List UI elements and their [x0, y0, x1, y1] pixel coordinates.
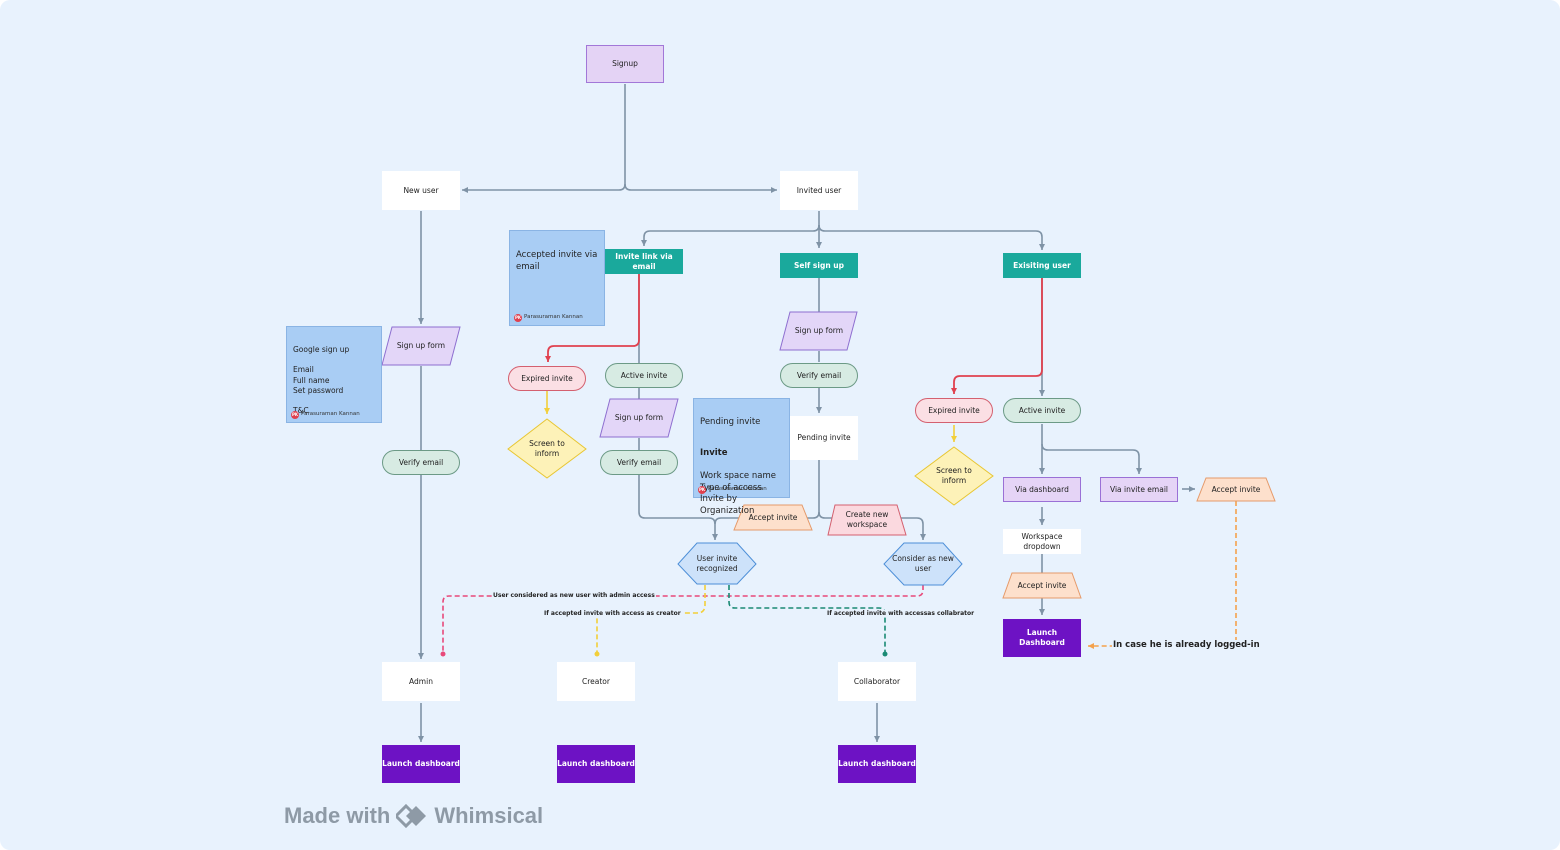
invited-user-node[interactable]: Invited user	[780, 171, 858, 210]
verify-email-invite-node[interactable]: Verify email	[600, 450, 678, 475]
avatar: PK	[291, 411, 299, 419]
note-author-name: Parasuraman Kannan	[301, 411, 360, 418]
launch-dashboard-existing-node[interactable]: Launch Dashboard	[1003, 619, 1081, 657]
shape-consider-as-new-user	[883, 542, 963, 586]
existing-user-node[interactable]: Exisiting user	[1003, 253, 1081, 278]
google-sign-up-note-text: Google sign up Email Full name Set passw…	[293, 345, 350, 415]
edge-pending-newuser	[818, 511, 926, 540]
expired-invite-left-node[interactable]: Expired invite	[508, 366, 586, 391]
via-dashboard-node[interactable]: Via dashboard	[1003, 477, 1081, 502]
edge-label-creator-access: If accepted invite with access as creato…	[543, 610, 682, 617]
admin-node[interactable]: Admin	[382, 662, 460, 701]
note-author: PK Parasuraman Kannan	[514, 314, 583, 322]
pending-invite-note-title: Pending invite	[700, 417, 761, 428]
pending-invite-note[interactable]: Pending invite Invite Work space name Ty…	[693, 398, 790, 516]
expired-invite-right-node[interactable]: Expired invite	[915, 398, 993, 423]
pending-invite-note-heading: Invite	[700, 448, 728, 459]
screen-to-inform-right-label[interactable]: Screen to inform	[936, 466, 972, 485]
made-with-text: Made with	[284, 803, 391, 828]
edge-active-inviteemail	[1041, 443, 1142, 474]
shape-create-new-workspace	[827, 504, 907, 536]
shape-accept-invite-dashboard	[1002, 572, 1082, 599]
verify-email-self-node[interactable]: Verify email	[780, 363, 858, 388]
note-author-name: Parasuraman Kannan	[708, 486, 767, 493]
new-user-node[interactable]: New user	[382, 171, 460, 210]
shape-user-invite-recognized	[677, 542, 757, 585]
edge-invited-right	[818, 224, 1045, 250]
shape-screen-to-inform-right	[914, 446, 994, 506]
pending-invite-note-lines: Work space name Type of access Invite by…	[700, 471, 776, 516]
launch-dashboard-admin-node[interactable]: Launch dashboard	[382, 745, 460, 783]
signup-node[interactable]: Signup	[586, 45, 664, 83]
active-invite-left-node[interactable]: Active invite	[605, 363, 683, 388]
verify-email-new-node[interactable]: Verify email	[382, 450, 460, 475]
invite-link-via-email-node[interactable]: Invite link via email	[605, 249, 683, 274]
shape-sign-up-form-invite	[599, 398, 679, 438]
create-new-workspace-label[interactable]: Create new workspace	[845, 510, 889, 529]
edge-signup-branch	[462, 84, 626, 193]
user-invite-recognized-label[interactable]: User invite recognized	[696, 554, 738, 573]
shape-screen-to-inform-left	[507, 418, 587, 479]
collaborator-node[interactable]: Collaborator	[838, 662, 916, 701]
made-with-whimsical[interactable]: Made with Whimsical	[284, 803, 543, 829]
shape-accept-invite-mid	[733, 504, 813, 531]
screen-to-inform-left-label[interactable]: Screen to inform	[529, 439, 565, 458]
accept-invite-dashboard-label[interactable]: Accept invite	[1017, 580, 1067, 590]
edge-invitelink-expired	[545, 274, 640, 362]
accept-invite-right-label[interactable]: Accept invite	[1211, 484, 1261, 494]
sign-up-form-new-label[interactable]: Sign up form	[396, 341, 446, 351]
whimsical-brand-text: Whimsical	[434, 803, 544, 828]
note-author-name: Parasuraman Kannan	[524, 314, 583, 321]
edge-existing-expired	[951, 278, 1043, 394]
shape-sign-up-form-self	[779, 311, 858, 351]
note-author: PK Parasuraman Kannan	[291, 411, 360, 419]
via-invite-email-node[interactable]: Via invite email	[1100, 477, 1178, 502]
avatar: PK	[514, 314, 522, 322]
edge-label-collaborator-access: If accepted invite with accessas collabr…	[826, 610, 976, 617]
note-author: PK Parasuraman Kannan	[698, 486, 767, 494]
accept-invite-mid-label[interactable]: Accept invite	[748, 512, 798, 522]
launch-dashboard-creator-node[interactable]: Launch dashboard	[557, 745, 635, 783]
self-sign-up-node[interactable]: Self sign up	[780, 253, 858, 278]
edge-dashed-admin	[442, 585, 924, 652]
creator-node[interactable]: Creator	[557, 662, 635, 701]
edge-signup-invited	[624, 183, 777, 193]
workspace-dropdown-node[interactable]: Workspace dropdown	[1003, 529, 1081, 554]
shape-sign-up-form-new	[381, 326, 461, 366]
active-invite-right-node[interactable]: Active invite	[1003, 398, 1081, 423]
edge-label-admin-access: User considered as new user with admin a…	[492, 592, 656, 599]
google-sign-up-note[interactable]: Google sign up Email Full name Set passw…	[286, 326, 382, 423]
edge-invited-left	[641, 224, 820, 246]
pending-invite-node[interactable]: Pending invite	[790, 416, 858, 460]
accepted-invite-note[interactable]: Accepted invite via email PK Parasuraman…	[509, 230, 605, 326]
accepted-invite-note-text: Accepted invite via email	[516, 250, 598, 272]
consider-as-new-user-label[interactable]: Consider as new user	[892, 554, 954, 573]
sign-up-form-invite-label[interactable]: Sign up form	[614, 413, 664, 423]
edge-dashed-logged-in	[1088, 501, 1237, 649]
avatar: PK	[698, 486, 706, 494]
edge-label-already-logged-in: In case he is already logged-in	[1112, 640, 1261, 650]
whimsical-logo-icon	[396, 804, 427, 828]
sign-up-form-self-label[interactable]: Sign up form	[794, 326, 844, 336]
launch-dashboard-collaborator-node[interactable]: Launch dashboard	[838, 745, 916, 783]
shape-accept-invite-right	[1196, 477, 1276, 502]
